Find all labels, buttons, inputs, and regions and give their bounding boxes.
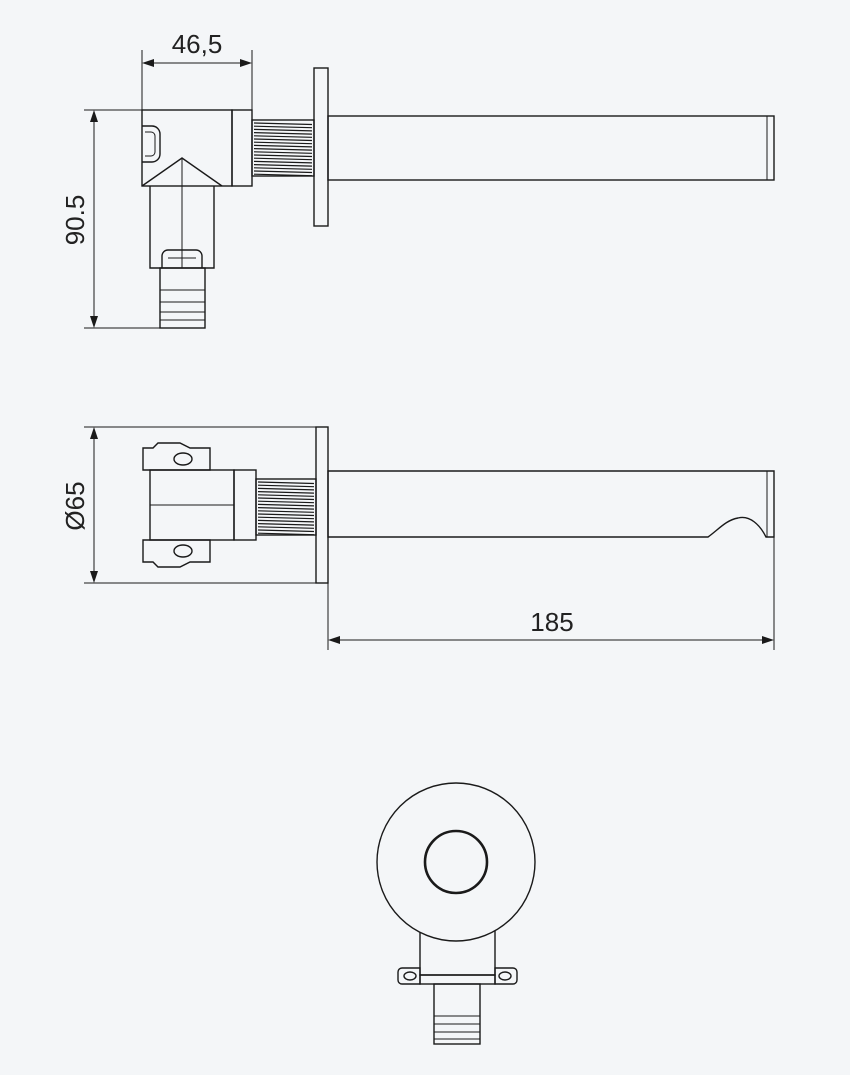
- thread-line: [253, 151, 313, 154]
- thread-line: [257, 494, 315, 497]
- spout-outlet-front: [423, 829, 489, 895]
- thread-line: [257, 513, 315, 517]
- thread-line: [253, 148, 313, 151]
- thread-section-plan: [255, 478, 317, 536]
- front-view: [376, 782, 536, 1045]
- height-dimension: 90.5: [60, 109, 232, 329]
- valve-body: [141, 109, 253, 329]
- thread-line: [253, 128, 313, 132]
- length-dimension-label: 185: [530, 607, 573, 637]
- diameter-dimension-label: Ø65: [60, 481, 90, 530]
- thread-line: [257, 523, 315, 526]
- thread-line: [253, 167, 313, 170]
- thread-line: [253, 173, 313, 177]
- thread-line: [253, 154, 313, 158]
- thread-line: [257, 510, 315, 513]
- width-dimension-label: 46,5: [172, 29, 223, 59]
- thread-line: [253, 170, 313, 174]
- thread-line: [253, 132, 313, 135]
- thread-line: [253, 122, 313, 126]
- length-dimension: 185: [327, 537, 775, 650]
- thread-line: [257, 484, 315, 488]
- thread-line: [257, 532, 315, 536]
- diameter-dimension: Ø65: [60, 426, 316, 584]
- thread-line: [253, 125, 313, 129]
- thread-line: [257, 529, 315, 533]
- thread-line: [257, 491, 315, 494]
- width-dimension: 46,5: [141, 29, 253, 110]
- plan-view: Ø65: [60, 426, 775, 650]
- thread-line: [257, 519, 315, 523]
- wall-flange-plan: [315, 426, 329, 584]
- thread-line: [257, 503, 315, 507]
- thread-line: [253, 135, 313, 138]
- wall-flange-side: [313, 67, 329, 227]
- spout-plan: [327, 470, 775, 538]
- thread-section-side: [251, 119, 315, 177]
- height-dimension-label: 90.5: [60, 195, 90, 246]
- thread-line: [253, 141, 313, 145]
- thread-line: [257, 507, 315, 510]
- thread-line: [257, 487, 315, 491]
- thread-line: [253, 144, 313, 148]
- valve-body-plan: [142, 442, 257, 568]
- thread-line: [257, 500, 315, 504]
- thread-line: [257, 497, 315, 501]
- wall-flange-front: [376, 782, 536, 942]
- thread-line: [253, 138, 313, 142]
- thread-line: [253, 164, 313, 167]
- thread-line: [253, 160, 313, 164]
- inlet-connector-front: [433, 983, 481, 1045]
- thread-line: [253, 157, 313, 161]
- spout-side: [327, 115, 775, 181]
- thread-line: [257, 481, 315, 485]
- thread-line: [257, 526, 315, 529]
- thread-line: [257, 516, 315, 520]
- side-view: 46,5 90.5: [60, 29, 775, 329]
